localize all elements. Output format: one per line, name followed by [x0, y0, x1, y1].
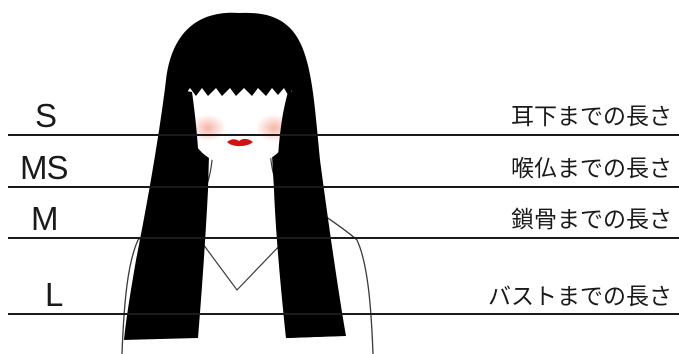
v-neck	[199, 239, 286, 291]
bangs	[180, 22, 302, 98]
description-m: 鎖骨までの長さ	[511, 207, 672, 233]
description-l: バストまでの長さ	[488, 284, 672, 310]
description-ms: 喉仏までの長さ	[511, 156, 672, 182]
description-s: 耳下までの長さ	[511, 104, 672, 130]
size-label-m: M	[31, 200, 58, 237]
hair-side-right	[277, 90, 340, 338]
face	[188, 85, 292, 167]
lips	[227, 138, 253, 147]
size-label-ms: MS	[20, 149, 68, 186]
size-label-l: L	[45, 276, 63, 313]
hair-side-left	[140, 90, 200, 338]
size-label-s: S	[35, 97, 57, 134]
guide-lines	[8, 134, 679, 315]
